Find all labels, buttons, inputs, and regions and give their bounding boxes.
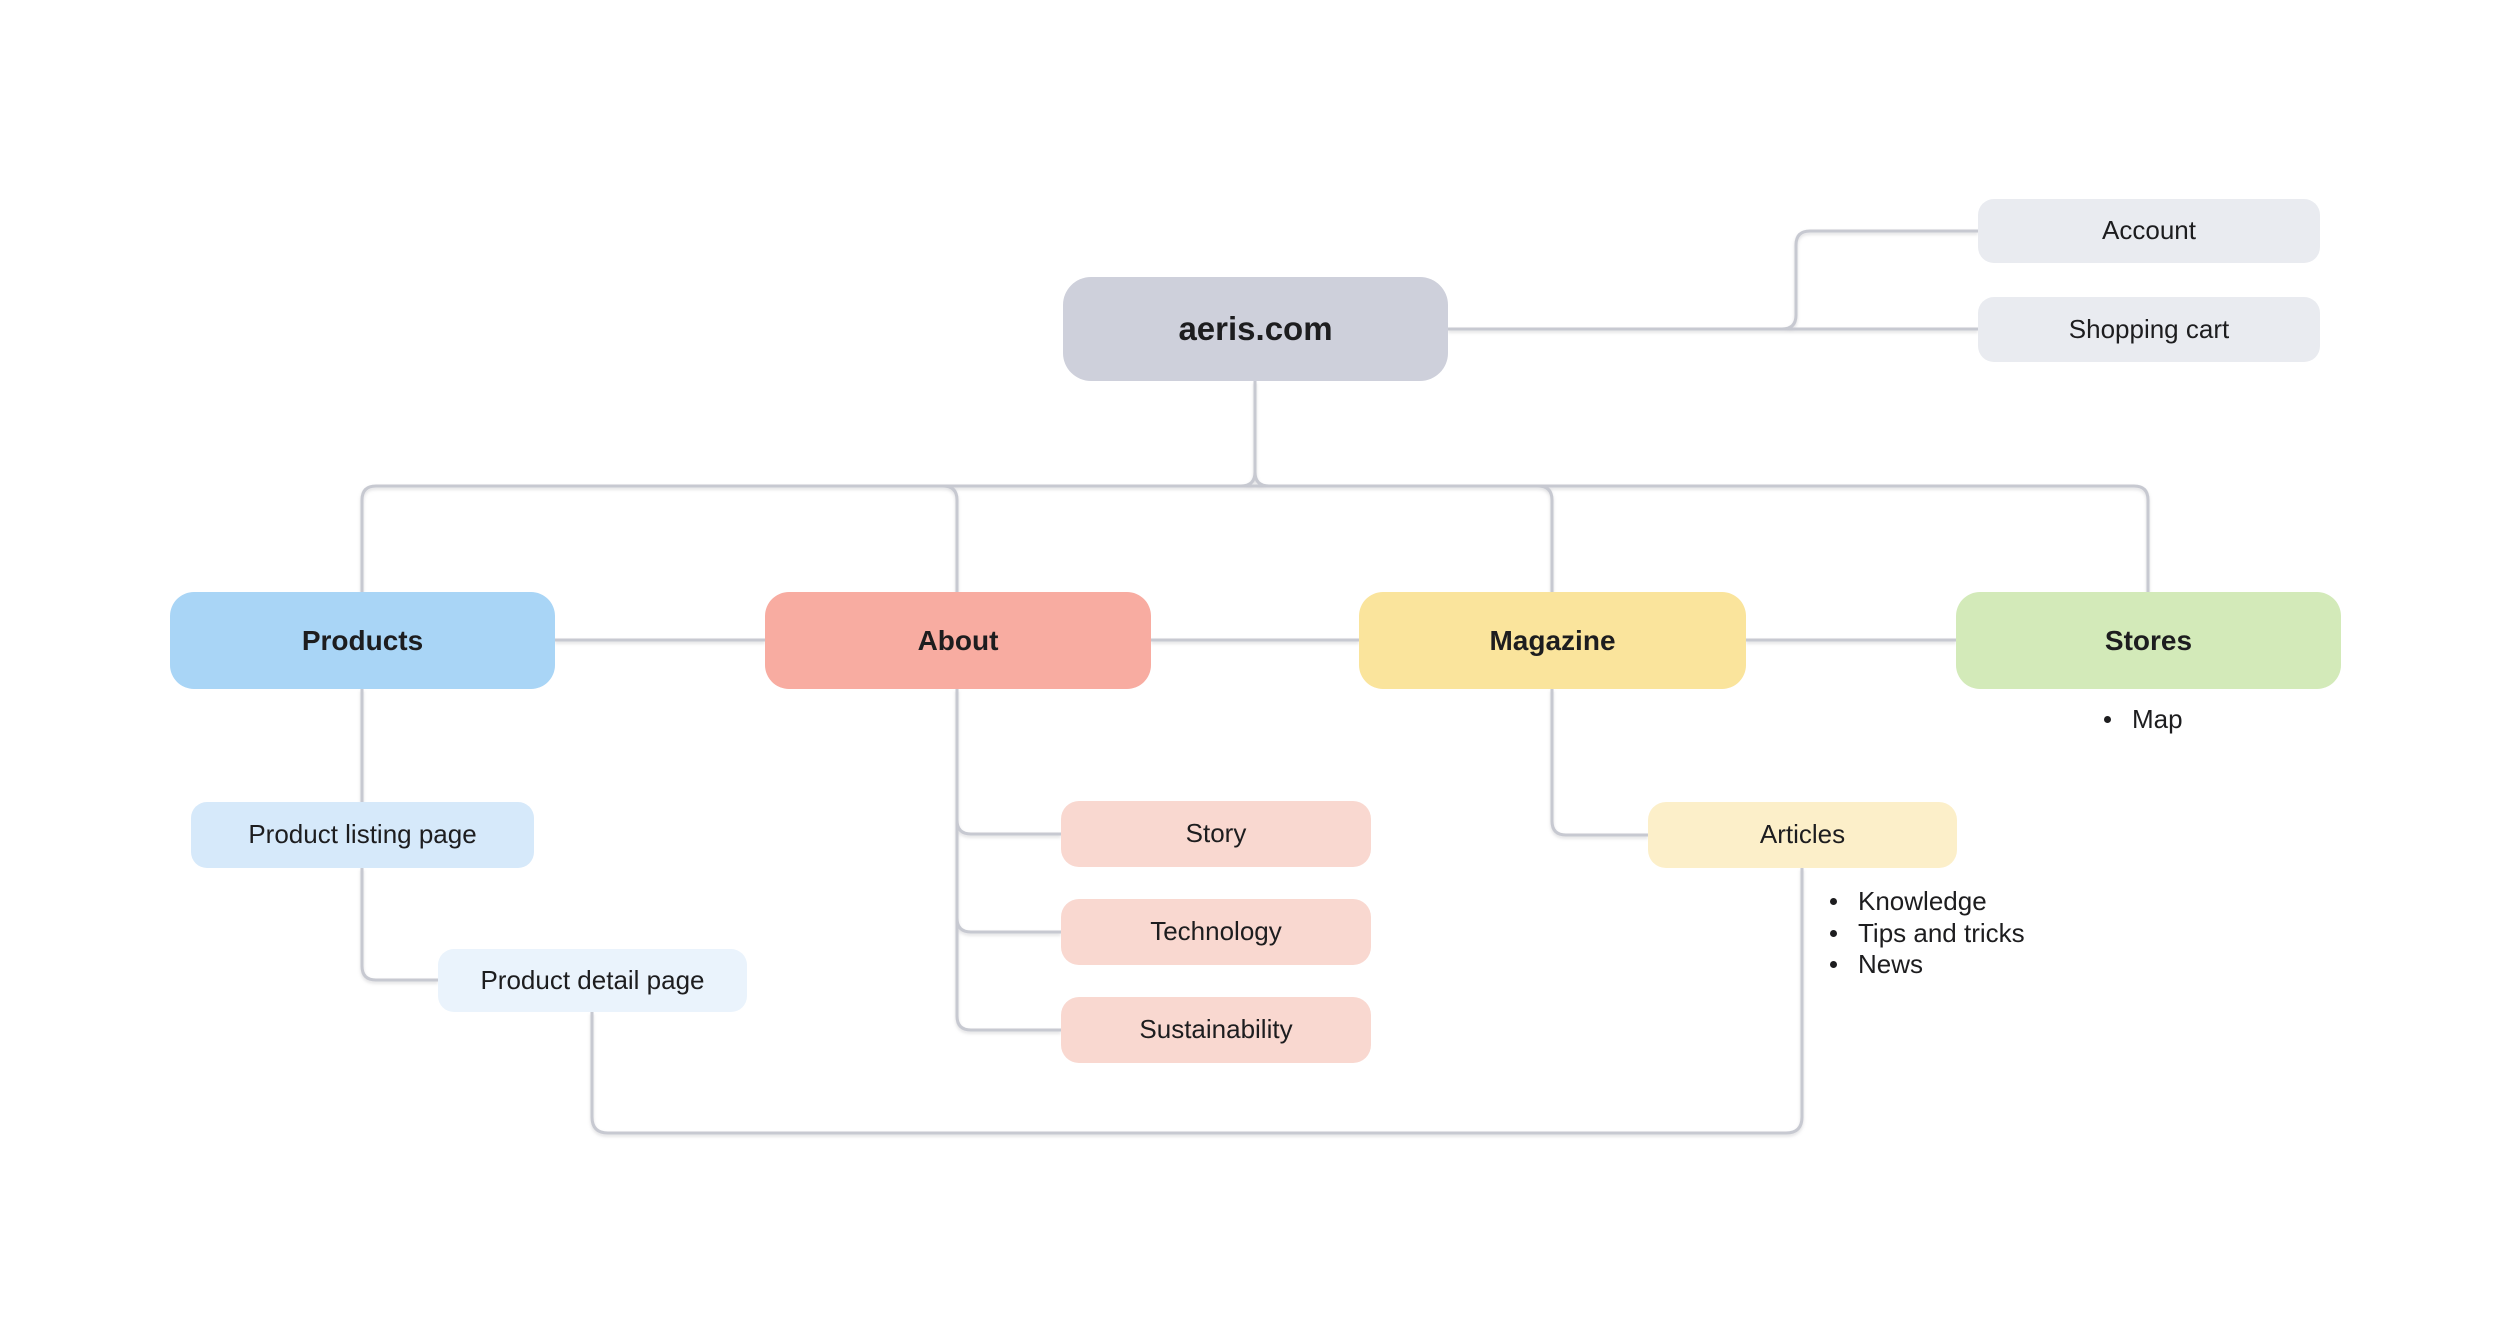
node-product-listing-page-label: Product listing page [248,819,477,850]
bullet-item-knowledge: Knowledge [1830,886,2025,918]
connector-magazine-articles [1550,689,1648,837]
bullet-dot [1830,929,1837,937]
node-product-listing-page[interactable]: Product listing page [191,802,534,868]
node-magazine[interactable]: Magazine [1359,592,1746,689]
node-magazine-label: Magazine [1489,624,1616,656]
node-account[interactable]: Account [1978,199,2320,263]
connector-root-drop [1240,381,1270,488]
node-sustainability-label: Sustainability [1139,1014,1293,1045]
bullet-item-tips-and-tricks: Tips and tricks [1830,918,2025,950]
node-story-label: Story [1185,818,1247,849]
bullet-item-map: Map [2104,703,2183,735]
node-product-detail-page[interactable]: Product detail page [438,949,747,1012]
connector-root-account [1781,229,1978,331]
node-products-label: Products [301,624,424,656]
node-stores-label: Stores [2104,624,2193,656]
bullet-knowledge-label: Knowledge [1858,886,1987,917]
node-shopping-cart-label: Shopping cart [2068,313,2230,344]
stores-bullet-list: Map [2104,703,2183,735]
bullet-item-news: News [1830,949,2025,981]
node-aeris-com[interactable]: aeris.com [1063,277,1448,381]
connector-listing-detail [360,868,438,982]
connector-trunk-magazine [1537,484,1554,592]
node-products[interactable]: Products [170,592,555,689]
node-account-label: Account [2102,215,2196,246]
node-about[interactable]: About [765,592,1151,689]
connector-about-children [955,689,1061,1032]
bullet-tips-and-tricks-label: Tips and tricks [1858,917,2025,948]
node-sustainability[interactable]: Sustainability [1061,997,1371,1063]
node-product-detail-page-label: Product detail page [480,964,705,995]
node-technology-label: Technology [1150,916,1282,947]
connector-detail-articles [590,868,1804,1135]
node-technology[interactable]: Technology [1061,899,1371,965]
connector-trunk [360,484,2150,592]
node-articles-label: Articles [1759,819,1846,850]
node-shopping-cart[interactable]: Shopping cart [1978,297,2320,362]
node-story[interactable]: Story [1061,801,1371,867]
node-about-label: About [917,624,999,656]
node-aeris-com-label: aeris.com [1178,310,1333,348]
bullet-dot [2104,715,2111,723]
bullet-news-label: News [1858,949,1924,980]
connector-trunk-about [942,484,959,592]
node-stores[interactable]: Stores [1956,592,2341,689]
bullet-dot [1830,898,1837,906]
node-articles[interactable]: Articles [1648,802,1957,868]
bullet-dot [1830,961,1837,969]
bullet-map-label: Map [2132,703,2183,734]
articles-bullet-list: Knowledge Tips and tricks News [1830,886,2025,981]
